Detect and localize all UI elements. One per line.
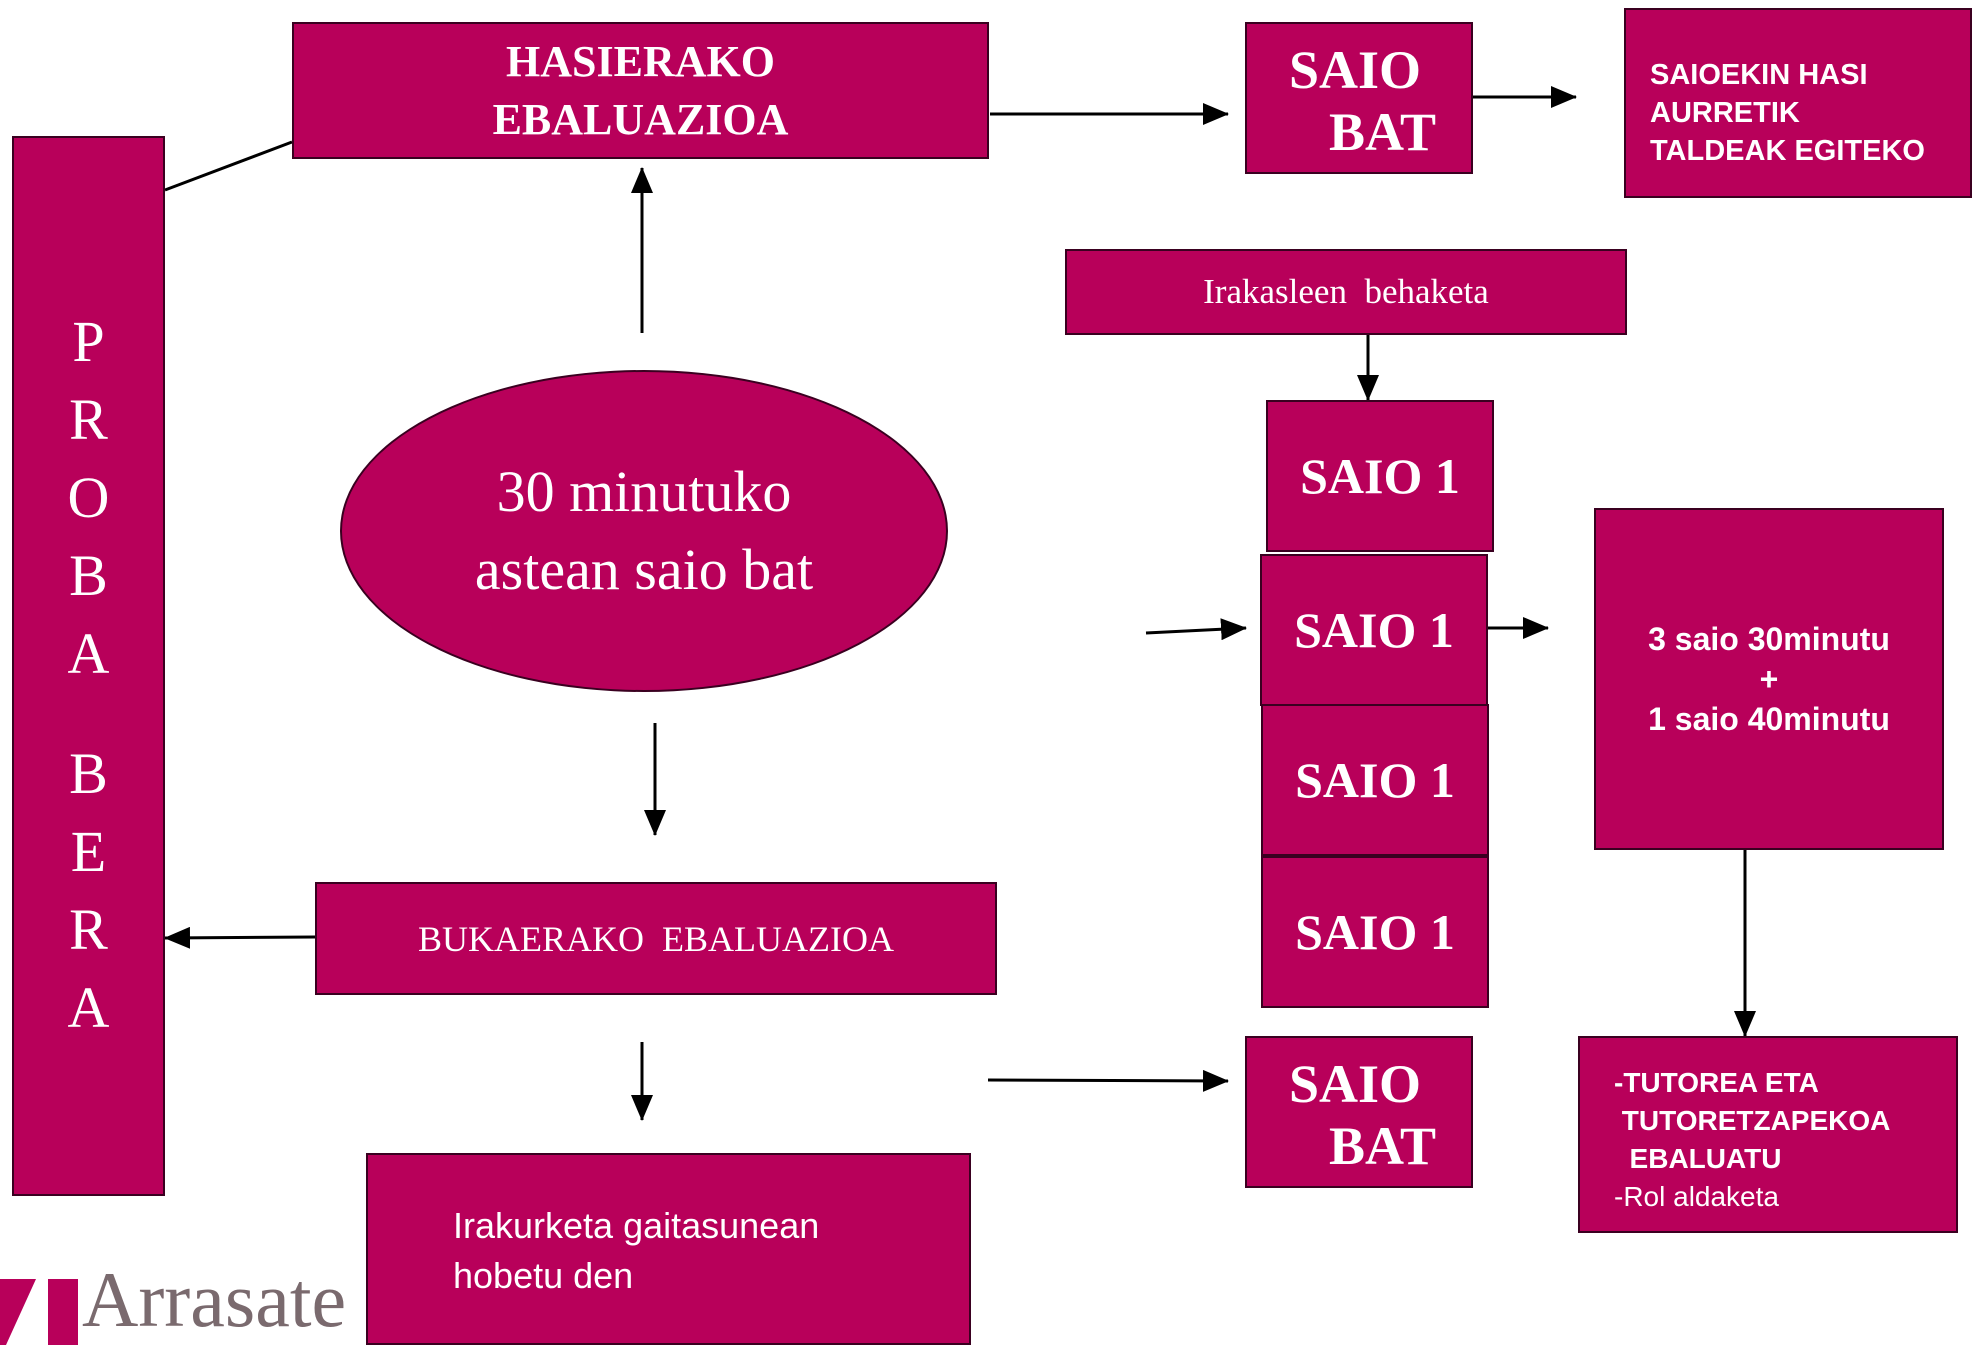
saio1-label-1: SAIO 1 (1300, 448, 1460, 504)
hiru-saio-line3: 1 saio 40minutu (1648, 701, 1890, 737)
hiru-saio-line2: + (1759, 661, 1779, 697)
arrasate-logo-text: Arrasate (82, 1256, 347, 1343)
proba-letter-p: P (72, 309, 105, 374)
saio-bat-bottom-box: SAIO BAT (1245, 1036, 1473, 1188)
saio1-label-2: SAIO 1 (1294, 602, 1454, 658)
proba-letter-r: R (69, 387, 108, 452)
left-to-saio1-arrow (1145, 618, 1247, 641)
proba-bera-letters: P R O B A B E R A (14, 303, 163, 1047)
tutorea-line1: -TUTOREA ETA (1614, 1067, 1819, 1098)
saio1-label-3: SAIO 1 (1295, 752, 1455, 808)
bera-letter-b: B (69, 741, 108, 806)
tutorea-line4: -Rol aldaketa (1614, 1181, 1779, 1212)
saio-bat-top-line2: BAT (1329, 102, 1437, 162)
saio-bat-bottom-line2: BAT (1329, 1116, 1437, 1176)
saioekin-line2: AURRETIK (1650, 97, 1800, 129)
saio1-box-1: SAIO 1 (1266, 400, 1494, 552)
irakurketa-line2: hobetu den (453, 1255, 634, 1296)
saioekin-line3: TALDEAK EGITEKO (1650, 135, 1925, 167)
saioekin-line1: SAIOEKIN HASI (1650, 59, 1868, 91)
hasierako-ebaluazioa-box: HASIERAKO EBALUAZIOA (292, 22, 989, 159)
minutuko-ellipse: 30 minutuko astean saio bat (340, 370, 948, 692)
bera-letter-r: R (69, 897, 108, 962)
hiru-saio-box: 3 saio 30minutu + 1 saio 40minutu (1594, 508, 1944, 850)
irakasleen-behaketa-label: Irakasleen behaketa (1203, 272, 1489, 311)
saio-bat-bottom-line1: SAIO (1289, 1054, 1422, 1114)
bukaerako-ebaluazioa-box: BUKAERAKO EBALUAZIOA (315, 882, 997, 995)
hasierako-line1: HASIERAKO (506, 36, 775, 86)
irakurketa-line1: Irakurketa gaitasunean (453, 1205, 820, 1246)
bukaerako-label: BUKAERAKO EBALUAZIOA (418, 918, 894, 959)
bera-letter-a: A (67, 975, 110, 1040)
proba-to-hasierako-line (164, 140, 293, 192)
proba-letter-b: B (69, 543, 108, 608)
proba-letter-a: A (67, 621, 110, 686)
tutorea-line3: EBALUATU (1614, 1143, 1782, 1174)
saioekin-hasi-box: SAIOEKIN HASI AURRETIK TALDEAK EGITEKO (1624, 8, 1972, 198)
hasierako-line2: EBALUAZIOA (492, 94, 789, 144)
tutorea-box: -TUTOREA ETA TUTORETZAPEKOA EBALUATU -Ro… (1578, 1036, 1958, 1233)
saio1-box-2: SAIO 1 (1260, 554, 1488, 706)
irakasleen-behaketa-box: Irakasleen behaketa (1065, 249, 1627, 335)
proba-letter-o: O (67, 465, 110, 530)
bukaerako-to-proba-arrow (164, 926, 316, 949)
saio-bat-top-line1: SAIO (1289, 40, 1422, 100)
to-saio-bat-bottom-arrow (987, 1069, 1229, 1092)
irakurketa-box: Irakurketa gaitasunean hobetu den (366, 1153, 971, 1345)
ellipse-line1: 30 minutuko (496, 459, 792, 524)
saio-bat-top-box: SAIO BAT (1245, 22, 1473, 174)
arrasate-logo: Arrasate (0, 1255, 346, 1345)
arrasate-logo-mark (0, 1279, 78, 1345)
ellipse-line2: astean saio bat (474, 537, 814, 602)
hiru-saio-line1: 3 saio 30minutu (1648, 621, 1890, 657)
tutorea-line2: TUTORETZAPEKOA (1614, 1105, 1891, 1136)
saio1-box-4: SAIO 1 (1261, 856, 1489, 1008)
bera-letter-e: E (70, 819, 107, 884)
saio1-box-3: SAIO 1 (1261, 704, 1489, 856)
saio1-label-4: SAIO 1 (1295, 904, 1455, 960)
proba-bera-box: P R O B A B E R A (12, 136, 165, 1196)
